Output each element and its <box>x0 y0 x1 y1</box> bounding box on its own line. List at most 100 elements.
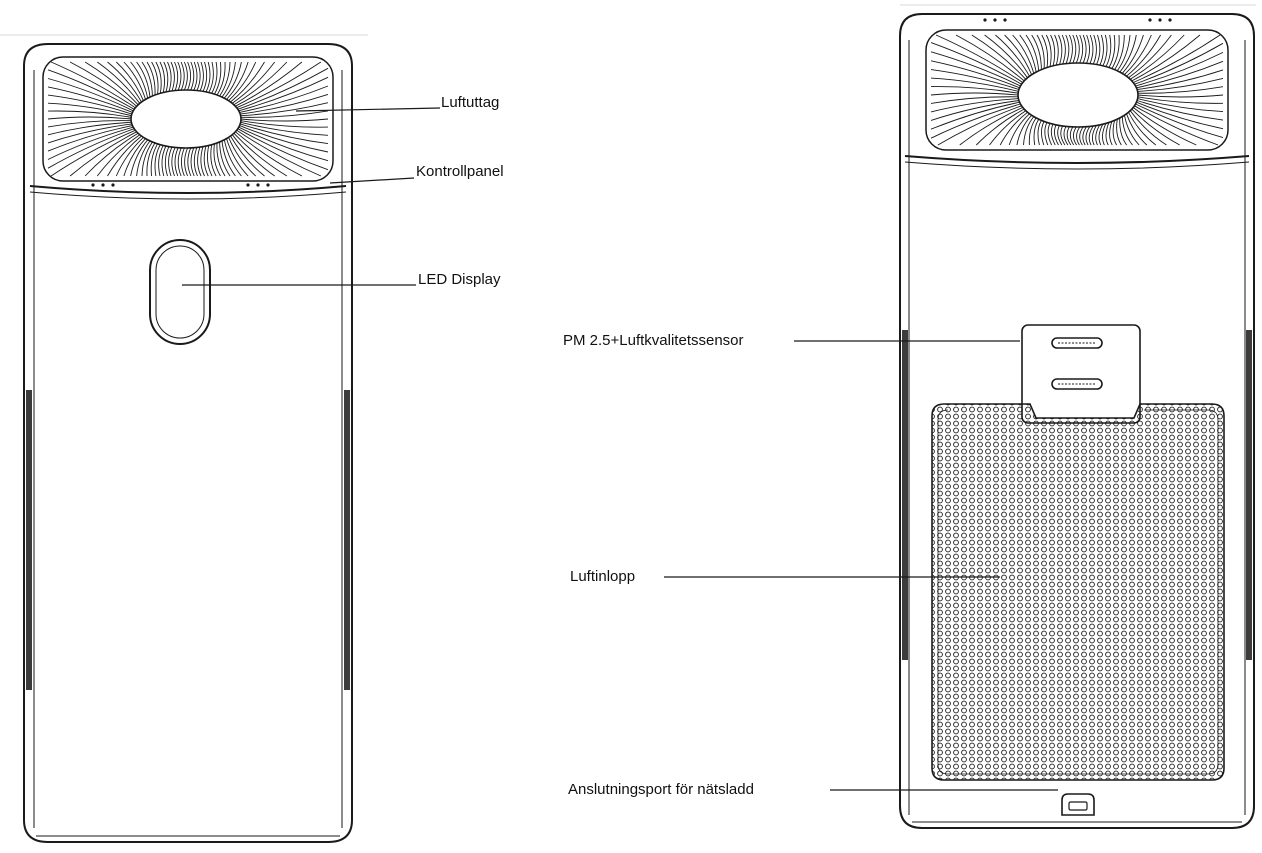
fan-blade <box>1063 126 1069 146</box>
fan-blade <box>1050 34 1056 67</box>
fan-blade <box>193 61 198 91</box>
fan-blade <box>180 61 185 91</box>
fan-blade <box>141 61 153 97</box>
fan-blade <box>146 61 156 96</box>
fan-blade <box>47 121 132 136</box>
fan-blade <box>1025 34 1040 71</box>
fan-blade <box>1134 42 1224 85</box>
fan-blade <box>1004 34 1033 75</box>
fan-blade <box>1128 34 1172 79</box>
fan-blade <box>136 61 151 98</box>
fan-blade <box>235 61 303 107</box>
fan-blade <box>228 61 257 101</box>
fan-blade <box>1085 126 1091 146</box>
fan-blade <box>199 61 204 92</box>
fan-blade <box>1072 34 1077 64</box>
fan-blade <box>1136 101 1224 130</box>
front-fan-grille <box>42 56 334 182</box>
fan-blade <box>1126 113 1148 146</box>
fan-blade <box>930 101 1020 130</box>
fan-blade <box>240 121 329 136</box>
fan-blade <box>999 111 1028 146</box>
fan-blade <box>1054 34 1059 66</box>
power-port <box>1061 793 1095 816</box>
fan-blade <box>1102 34 1108 67</box>
fan-blade <box>1133 34 1221 83</box>
air-quality-sensor <box>1021 324 1141 424</box>
fan-blade <box>239 85 329 113</box>
fan-blade <box>1072 126 1077 146</box>
led-display-window <box>149 239 211 345</box>
fan-blade <box>238 76 329 112</box>
front-fan-hub <box>130 89 242 149</box>
fan-blade <box>240 120 329 128</box>
fan-blade <box>930 60 1020 89</box>
fan-blade <box>1058 34 1063 65</box>
fan-blade <box>47 120 132 128</box>
fan-blade <box>930 98 1019 113</box>
fan-blade <box>1137 86 1224 94</box>
fan-blade <box>190 61 195 91</box>
fan-blade <box>1037 120 1042 146</box>
fan-blade <box>146 142 156 177</box>
fan-blade <box>219 61 231 97</box>
fan-blade <box>240 102 329 117</box>
fan-blade <box>155 61 162 94</box>
fan-blade <box>47 125 133 152</box>
fan-blade <box>1057 125 1063 146</box>
fan-blade <box>930 86 1019 94</box>
fan-blade <box>96 134 140 177</box>
fan-blade <box>1079 34 1084 64</box>
fan-blade <box>1023 116 1035 146</box>
fan-blade <box>197 146 202 177</box>
fan-blade <box>205 61 211 93</box>
fan-blade <box>1121 116 1133 146</box>
fan-blade <box>154 144 161 177</box>
fan-blade <box>1108 34 1116 68</box>
fan-blade <box>1045 34 1052 67</box>
back-fan-hub <box>1017 62 1139 128</box>
fan-blade <box>238 126 329 162</box>
fan-blade <box>1136 60 1224 89</box>
fan-blade <box>1109 121 1113 146</box>
fan-blade <box>236 129 322 177</box>
fan-blade <box>187 61 192 91</box>
fan-blade <box>1044 122 1049 146</box>
fan-blade <box>202 61 208 92</box>
fan-blade <box>193 147 198 177</box>
fan-blade <box>163 61 169 93</box>
fan-blade <box>1066 126 1072 146</box>
back-side-grill-left <box>902 330 908 660</box>
fan-blade <box>1133 107 1197 146</box>
fan-blade <box>47 123 132 144</box>
fan-blade <box>47 86 133 113</box>
fan-blade <box>930 69 1020 90</box>
fan-blade <box>47 116 132 120</box>
back-view <box>664 4 1256 829</box>
fan-blade <box>1098 123 1104 146</box>
fan-blade <box>995 34 1030 77</box>
label-led-display: LED Display <box>418 271 501 288</box>
fan-blade <box>183 61 188 91</box>
fan-blade <box>1119 34 1137 73</box>
fan-blade <box>1008 113 1030 146</box>
fan-blade <box>1016 114 1032 146</box>
fan-blade <box>930 103 1021 139</box>
fan-blade <box>959 107 1023 146</box>
front-view <box>0 34 441 843</box>
leader-air-outlet <box>295 107 441 112</box>
fan-blade <box>214 61 222 95</box>
fan-blade <box>1136 100 1224 121</box>
fan-blade <box>1134 105 1219 146</box>
fan-blade <box>123 138 146 177</box>
fan-blade <box>232 61 276 104</box>
fan-blade <box>150 143 158 177</box>
front-body-outline <box>23 43 353 843</box>
fan-blade <box>216 142 226 177</box>
fan-blade <box>1111 34 1120 69</box>
fan-blade <box>240 118 329 122</box>
fan-blade <box>1091 125 1097 146</box>
fan-blade <box>1119 117 1127 146</box>
fan-blade <box>1105 122 1110 146</box>
